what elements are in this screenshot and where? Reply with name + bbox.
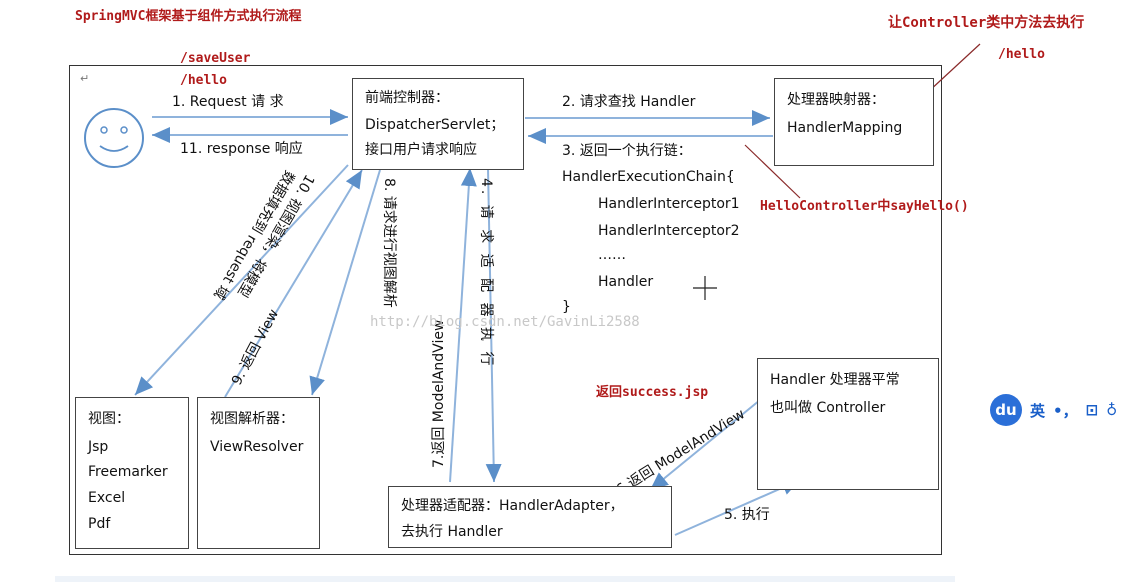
chain-interceptor-2: HandlerInterceptor2 (598, 223, 740, 239)
handler-controller-box: Handler 处理器平常 也叫做 Controller (757, 358, 939, 490)
handler-title: Handler 处理器平常 (770, 372, 900, 388)
label-response: 11. response 响应 (180, 141, 303, 157)
handler-mapping-box: 处理器映射器： HandlerMapping (774, 78, 934, 166)
smiley-face-icon (84, 108, 144, 168)
label-view-resolve: 8. 请求进行视图解析 (381, 178, 397, 308)
right-hello-note: /hello (998, 47, 1045, 62)
view-item-jsp: Jsp (88, 439, 109, 455)
view-item-pdf: Pdf (88, 516, 111, 532)
ime-keyboard-icon[interactable]: ⊡ (1085, 401, 1099, 419)
paragraph-mark: ↵ (80, 72, 90, 85)
hello-controller-note: HelloController中sayHello() (760, 199, 969, 214)
chain-interceptor-1: HandlerInterceptor1 (598, 196, 740, 212)
view-resolver-box: 视图解析器： ViewResolver (197, 397, 320, 549)
watermark: http://blog.csdn.net/GavinLi2588 (370, 314, 640, 330)
diagram-frame (69, 65, 942, 555)
label-find-handler: 2. 请求查找 Handler (562, 94, 696, 110)
ime-punctuation-icon[interactable]: •， (1053, 401, 1078, 420)
crosshair-cursor-icon (693, 276, 717, 300)
arrow-return-handler-mav (649, 399, 761, 491)
dispatcher-servlet-box: 前端控制器： DispatcherServlet； 接口用户请求响应 (352, 78, 524, 170)
chain-header: HandlerExecutionChain{ (562, 169, 735, 185)
resolver-title: 视图解析器： (210, 411, 294, 427)
arrow-render-view (134, 164, 349, 396)
arrow-return-view (224, 169, 363, 398)
label-request-adapter: 4. 请 求 适 配 器 执 行 (478, 178, 494, 369)
mapping-title: 处理器映射器： (787, 92, 885, 108)
dispatcher-name: DispatcherServlet； (365, 117, 505, 133)
ime-language-label[interactable]: 英 (1030, 401, 1046, 420)
ime-user-icon[interactable]: ♁ (1106, 401, 1118, 419)
arrow-return-mav (449, 167, 477, 483)
dispatcher-desc: 接口用户请求响应 (365, 142, 477, 158)
chain-handler: Handler (598, 274, 654, 290)
label-return-mav: 7.返回 ModelAndView (431, 319, 447, 468)
url-hello-note: /hello (180, 73, 227, 88)
adapter-title: 处理器适配器：HandlerAdapter， (401, 498, 624, 514)
label-return-chain: 3. 返回一个执行链： (562, 143, 692, 159)
chain-close: } (562, 299, 571, 315)
mapping-name: HandlerMapping (787, 120, 903, 136)
view-item-excel: Excel (88, 490, 126, 506)
handler-adapter-box: 处理器适配器：HandlerAdapter， 去执行 Handler (388, 486, 672, 548)
controller-method-note: 让Controller类中方法去执行 (888, 15, 1085, 31)
view-item-freemarker: Freemarker (88, 464, 168, 480)
return-success-note: 返回success.jsp (596, 385, 709, 400)
bottom-strip (55, 576, 955, 582)
chain-ellipsis: …… (598, 247, 626, 263)
view-title: 视图： (88, 411, 130, 427)
arrow-request-adapter (485, 167, 502, 483)
handler-desc: 也叫做 Controller (770, 400, 886, 416)
resolver-name: ViewResolver (210, 439, 304, 455)
arrow-view-resolve (309, 169, 381, 396)
dispatcher-title: 前端控制器： (365, 90, 449, 106)
label-request: 1. Request 请 求 (172, 94, 284, 110)
view-box: 视图： Jsp Freemarker Excel Pdf (75, 397, 189, 549)
baidu-du-icon[interactable]: du (990, 394, 1022, 426)
label-execute: 5. 执行 (724, 507, 770, 523)
ime-toolbar[interactable]: du 英 •， ⊡ ♁ (990, 392, 1117, 428)
diagram-title: SpringMVC框架基于组件方式执行流程 (75, 9, 302, 24)
adapter-desc: 去执行 Handler (401, 524, 503, 540)
url-saveuser-note: /saveUser (180, 51, 251, 66)
